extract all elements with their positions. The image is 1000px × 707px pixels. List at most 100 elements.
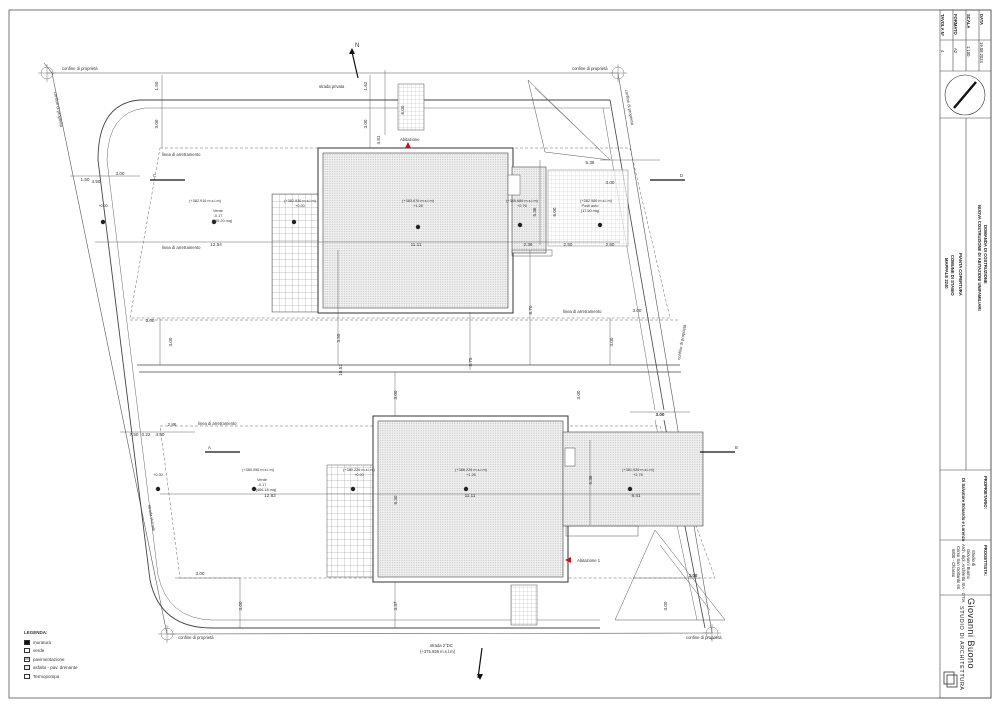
spot-1-level: (+382.916 m.s.l.m) bbox=[189, 199, 221, 203]
spot-7-delta: +0.00 bbox=[354, 473, 364, 477]
dim-27: 7.50 bbox=[130, 432, 139, 437]
tb-studio-sub: STUDIO DI ARCHITETTURA bbox=[958, 606, 964, 691]
dim-28: 0.22 bbox=[142, 432, 151, 437]
spot-4-delta: +2.76 bbox=[517, 204, 527, 208]
stair-south bbox=[510, 584, 538, 626]
dim-7: 3.00 bbox=[116, 171, 125, 176]
dim-12: 2.50 bbox=[564, 242, 573, 247]
spot-9-level: (+381.926 m.s.l.m) bbox=[622, 468, 654, 472]
north-label: N bbox=[355, 43, 359, 49]
tb-scala-label: SCALA bbox=[966, 14, 971, 29]
legend-label: muratura bbox=[33, 639, 52, 645]
dim-20: 3.55 bbox=[336, 333, 341, 342]
entrance-marker-1 bbox=[405, 142, 411, 148]
tb-scala-value: 1:100 bbox=[966, 46, 971, 57]
legend-item-asfalto: asfalto - pav. drenante bbox=[24, 664, 114, 673]
spot-6-delta: -0.17 bbox=[258, 483, 267, 487]
tb-tavola-value: 4 bbox=[940, 50, 945, 53]
legend-label: pavimentazione bbox=[33, 656, 65, 662]
spot-5-area: (17.50 mq) bbox=[581, 209, 600, 213]
dim-40: 3.00 bbox=[689, 573, 698, 578]
title-block: DATA 19.08.2024 SCALA 1:100 FORMATO A2 T… bbox=[926, 0, 1000, 707]
dim-24: 8.75 bbox=[468, 357, 473, 366]
dim-11: 2.36 bbox=[524, 242, 533, 247]
spot-2-level: (+382.936 m.s.l.m) bbox=[284, 199, 316, 203]
label-strada-privata: strada privata bbox=[319, 84, 345, 89]
tb-studio-name: Giovanni Buono bbox=[966, 598, 976, 670]
dim-5: 3.00 bbox=[363, 119, 368, 128]
entrance-marker-2 bbox=[565, 557, 571, 563]
swatch-pavimentazione bbox=[24, 656, 30, 662]
road-outline bbox=[97, 99, 610, 629]
tb-mappale: MAPPALE 2240 bbox=[944, 258, 949, 289]
tb-oggetto: NUOVA COSTRUZIONE DI ABITAZIONI UNIFAMIL… bbox=[977, 205, 982, 311]
label-section-c-right: D bbox=[680, 173, 683, 178]
legend-item-termopompa: Termopompa bbox=[24, 672, 114, 681]
tb-proprietario-label: PROPRIETARIO: bbox=[983, 476, 988, 509]
dim-38: 3.37 bbox=[393, 601, 398, 610]
label-confine-ne: confine di proprietà bbox=[572, 66, 608, 71]
dim-36: 3.00 bbox=[656, 412, 665, 417]
swatch-verde bbox=[24, 648, 30, 654]
spot-10-delta: +0.00 bbox=[98, 204, 108, 208]
dim-6: 1.50 bbox=[81, 177, 90, 182]
dimension-lines bbox=[70, 70, 700, 628]
tb-formato-value: A2 bbox=[953, 48, 958, 54]
tb-progettista-3: Arch. dipl. Architetto SIA - OTIA bbox=[961, 544, 966, 603]
label-section-c-left: C bbox=[153, 173, 156, 178]
spot-1-area: (265.20 mq) bbox=[212, 219, 233, 223]
dim-3: 1.62 bbox=[363, 81, 368, 90]
legend: LEGENDA: muratura verde pavimentazione a… bbox=[24, 630, 114, 681]
tb-formato-label: FORMATO bbox=[953, 14, 958, 35]
dim-19: 3.00 bbox=[168, 337, 173, 346]
dim-23: 18.52 bbox=[338, 364, 343, 376]
spot-3-delta: +1.26 bbox=[413, 204, 423, 208]
legend-label: verde bbox=[33, 648, 45, 654]
label-abitazione-1: Abitazione bbox=[400, 137, 420, 142]
tb-tavola-label: TAVOLA N° bbox=[940, 14, 945, 37]
dim-30: 2.86 bbox=[168, 422, 177, 427]
studio-logo-icon bbox=[943, 671, 958, 688]
swatch-muratura bbox=[24, 639, 30, 645]
swatch-termopompa bbox=[24, 673, 30, 679]
central-driveway bbox=[137, 364, 681, 373]
label-arretramento-2: linea di arretramento bbox=[162, 245, 201, 250]
dim-25: 3.00 bbox=[609, 337, 614, 346]
dim-4: 4.81 bbox=[376, 135, 381, 144]
dim-33: 8.41 bbox=[632, 493, 641, 498]
tb-tavola-titolo: PIANTA COPERTURA bbox=[958, 253, 963, 296]
tb-progettista-4: Corso San Gottardo 66 bbox=[956, 546, 961, 590]
legend-label: Termopompa bbox=[33, 673, 60, 679]
spot-6-area: (466.18 mq) bbox=[256, 488, 277, 492]
label-arretramento-4: linea di arretramento bbox=[198, 421, 237, 426]
dim-15: 6.00 bbox=[552, 207, 557, 216]
dim-41: 3.00 bbox=[663, 601, 668, 610]
spot-6-level: (+380.056 m.s.l.m) bbox=[242, 468, 274, 472]
dim-26: 3.00 bbox=[393, 390, 398, 399]
dim-32: 11.11 bbox=[465, 493, 476, 498]
house-1 bbox=[271, 142, 629, 314]
label-section-a-left: A bbox=[208, 445, 211, 450]
legend-label: asfalto - pav. drenante bbox=[33, 665, 78, 671]
dim-34: 5.36 bbox=[588, 475, 593, 484]
tb-progettista-label: PROGETTISTA: bbox=[983, 545, 988, 576]
label-strada-vicinale: strada vicinale bbox=[147, 504, 157, 532]
spot-11-delta: +0.00 bbox=[153, 473, 163, 477]
corner-markers bbox=[38, 64, 721, 643]
dim-1: 1.50 bbox=[154, 81, 159, 90]
spot-7-level: (+380.226 m.s.l.m) bbox=[343, 468, 375, 472]
legend-item-verde: verde bbox=[24, 647, 114, 656]
label-section-b-right: B bbox=[735, 445, 738, 450]
dim-14: 5.36 bbox=[532, 207, 537, 216]
spot-height-symbols bbox=[100, 219, 633, 492]
legend-item-pavimentazione: pavimentazione bbox=[24, 655, 114, 664]
dim-21: 8.70 bbox=[528, 305, 533, 314]
label-confine-nw: confine di proprietà bbox=[62, 66, 98, 71]
label-confine-side-e: confine di proprietà bbox=[624, 89, 635, 126]
dim-2: 3.00 bbox=[154, 119, 159, 128]
tb-data-label: DATA bbox=[979, 14, 984, 26]
sheet-frame bbox=[8, 9, 992, 699]
tb-proprietario: Di Salvatore Edoardo e Lorenzo bbox=[961, 478, 966, 542]
spot-5-type: Posti auto bbox=[582, 204, 599, 208]
